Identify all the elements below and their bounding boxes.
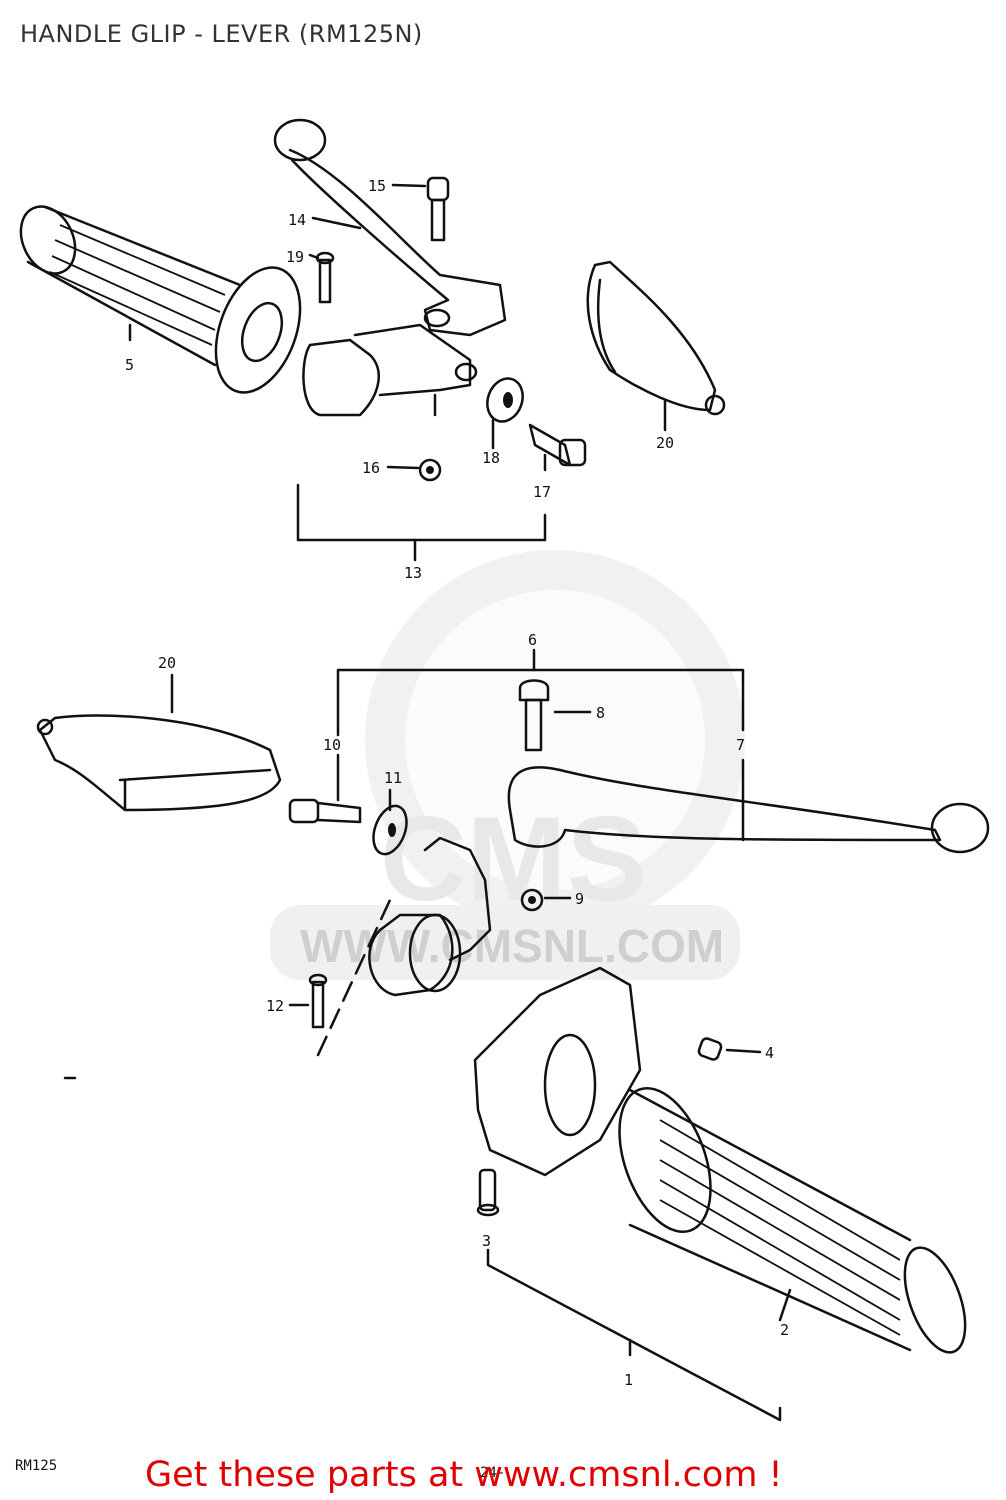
- watermark-logo: CMS: [380, 792, 647, 926]
- page-number: 24-: [480, 1465, 506, 1481]
- callout-15: 15: [368, 177, 386, 195]
- callout-8: 8: [596, 704, 605, 722]
- callout-7: 7: [736, 736, 745, 754]
- footer-link[interactable]: Get these parts at www.cmsnl.com !: [145, 1455, 783, 1495]
- part-13-holder: [302, 323, 478, 417]
- part-11-washer: [372, 804, 408, 856]
- part-7-lever: [507, 766, 990, 854]
- callout-18: 18: [482, 449, 500, 467]
- callout-6: 6: [528, 631, 537, 649]
- part-17-bolt: [528, 423, 587, 467]
- callout-9: 9: [575, 890, 584, 908]
- callout-19: 19: [286, 248, 304, 266]
- callout-5: 5: [125, 356, 134, 374]
- part-20-cover-lower: [36, 714, 282, 812]
- part-4-set-screw: [697, 1037, 723, 1061]
- callout-14: 14: [288, 211, 306, 229]
- part-5-left-grip: [19, 205, 302, 394]
- watermark-text: WWW.CMSNL.COM: [300, 920, 724, 972]
- callout-16: 16: [362, 459, 380, 477]
- lower-holder: [368, 836, 492, 997]
- part-15-bolt: [426, 176, 450, 242]
- part-16-nut: [418, 458, 442, 482]
- part-12-screw: [308, 973, 328, 1029]
- callout-labels: 15 14 19 5 16 18 17 20 13 6 20 8 7 10 11…: [125, 177, 789, 1389]
- callout-12: 12: [266, 997, 284, 1015]
- part-8-bolt: [518, 679, 550, 752]
- callout-3: 3: [482, 1232, 491, 1250]
- callout-20-lower: 20: [158, 654, 176, 672]
- watermark: CMS WWW.CMSNL.COM: [270, 550, 745, 980]
- part-3-screw: [476, 1168, 500, 1217]
- callout-1: 1: [624, 1371, 633, 1389]
- part-14-lever: [273, 118, 507, 337]
- callout-10: 10: [323, 736, 341, 754]
- callout-13: 13: [404, 564, 422, 582]
- part-19-screw: [315, 251, 335, 304]
- throttle-housing: [473, 966, 642, 1177]
- page-title: HANDLE GLIP - LEVER (RM125N): [20, 20, 423, 48]
- callout-20-upper: 20: [656, 434, 674, 452]
- callout-11: 11: [384, 769, 402, 787]
- part-2-right-grip: [618, 1086, 967, 1354]
- part-10-bolt: [288, 798, 362, 824]
- callout-4: 4: [765, 1044, 774, 1062]
- callout-2: 2: [780, 1321, 789, 1339]
- callout-lines: [63, 183, 792, 1422]
- part-9-nut: [520, 888, 544, 912]
- part-20-cover-upper: [586, 260, 726, 416]
- part-18-washer: [486, 377, 524, 423]
- callout-17: 17: [533, 483, 551, 501]
- sheet-code: RM125: [15, 1458, 58, 1474]
